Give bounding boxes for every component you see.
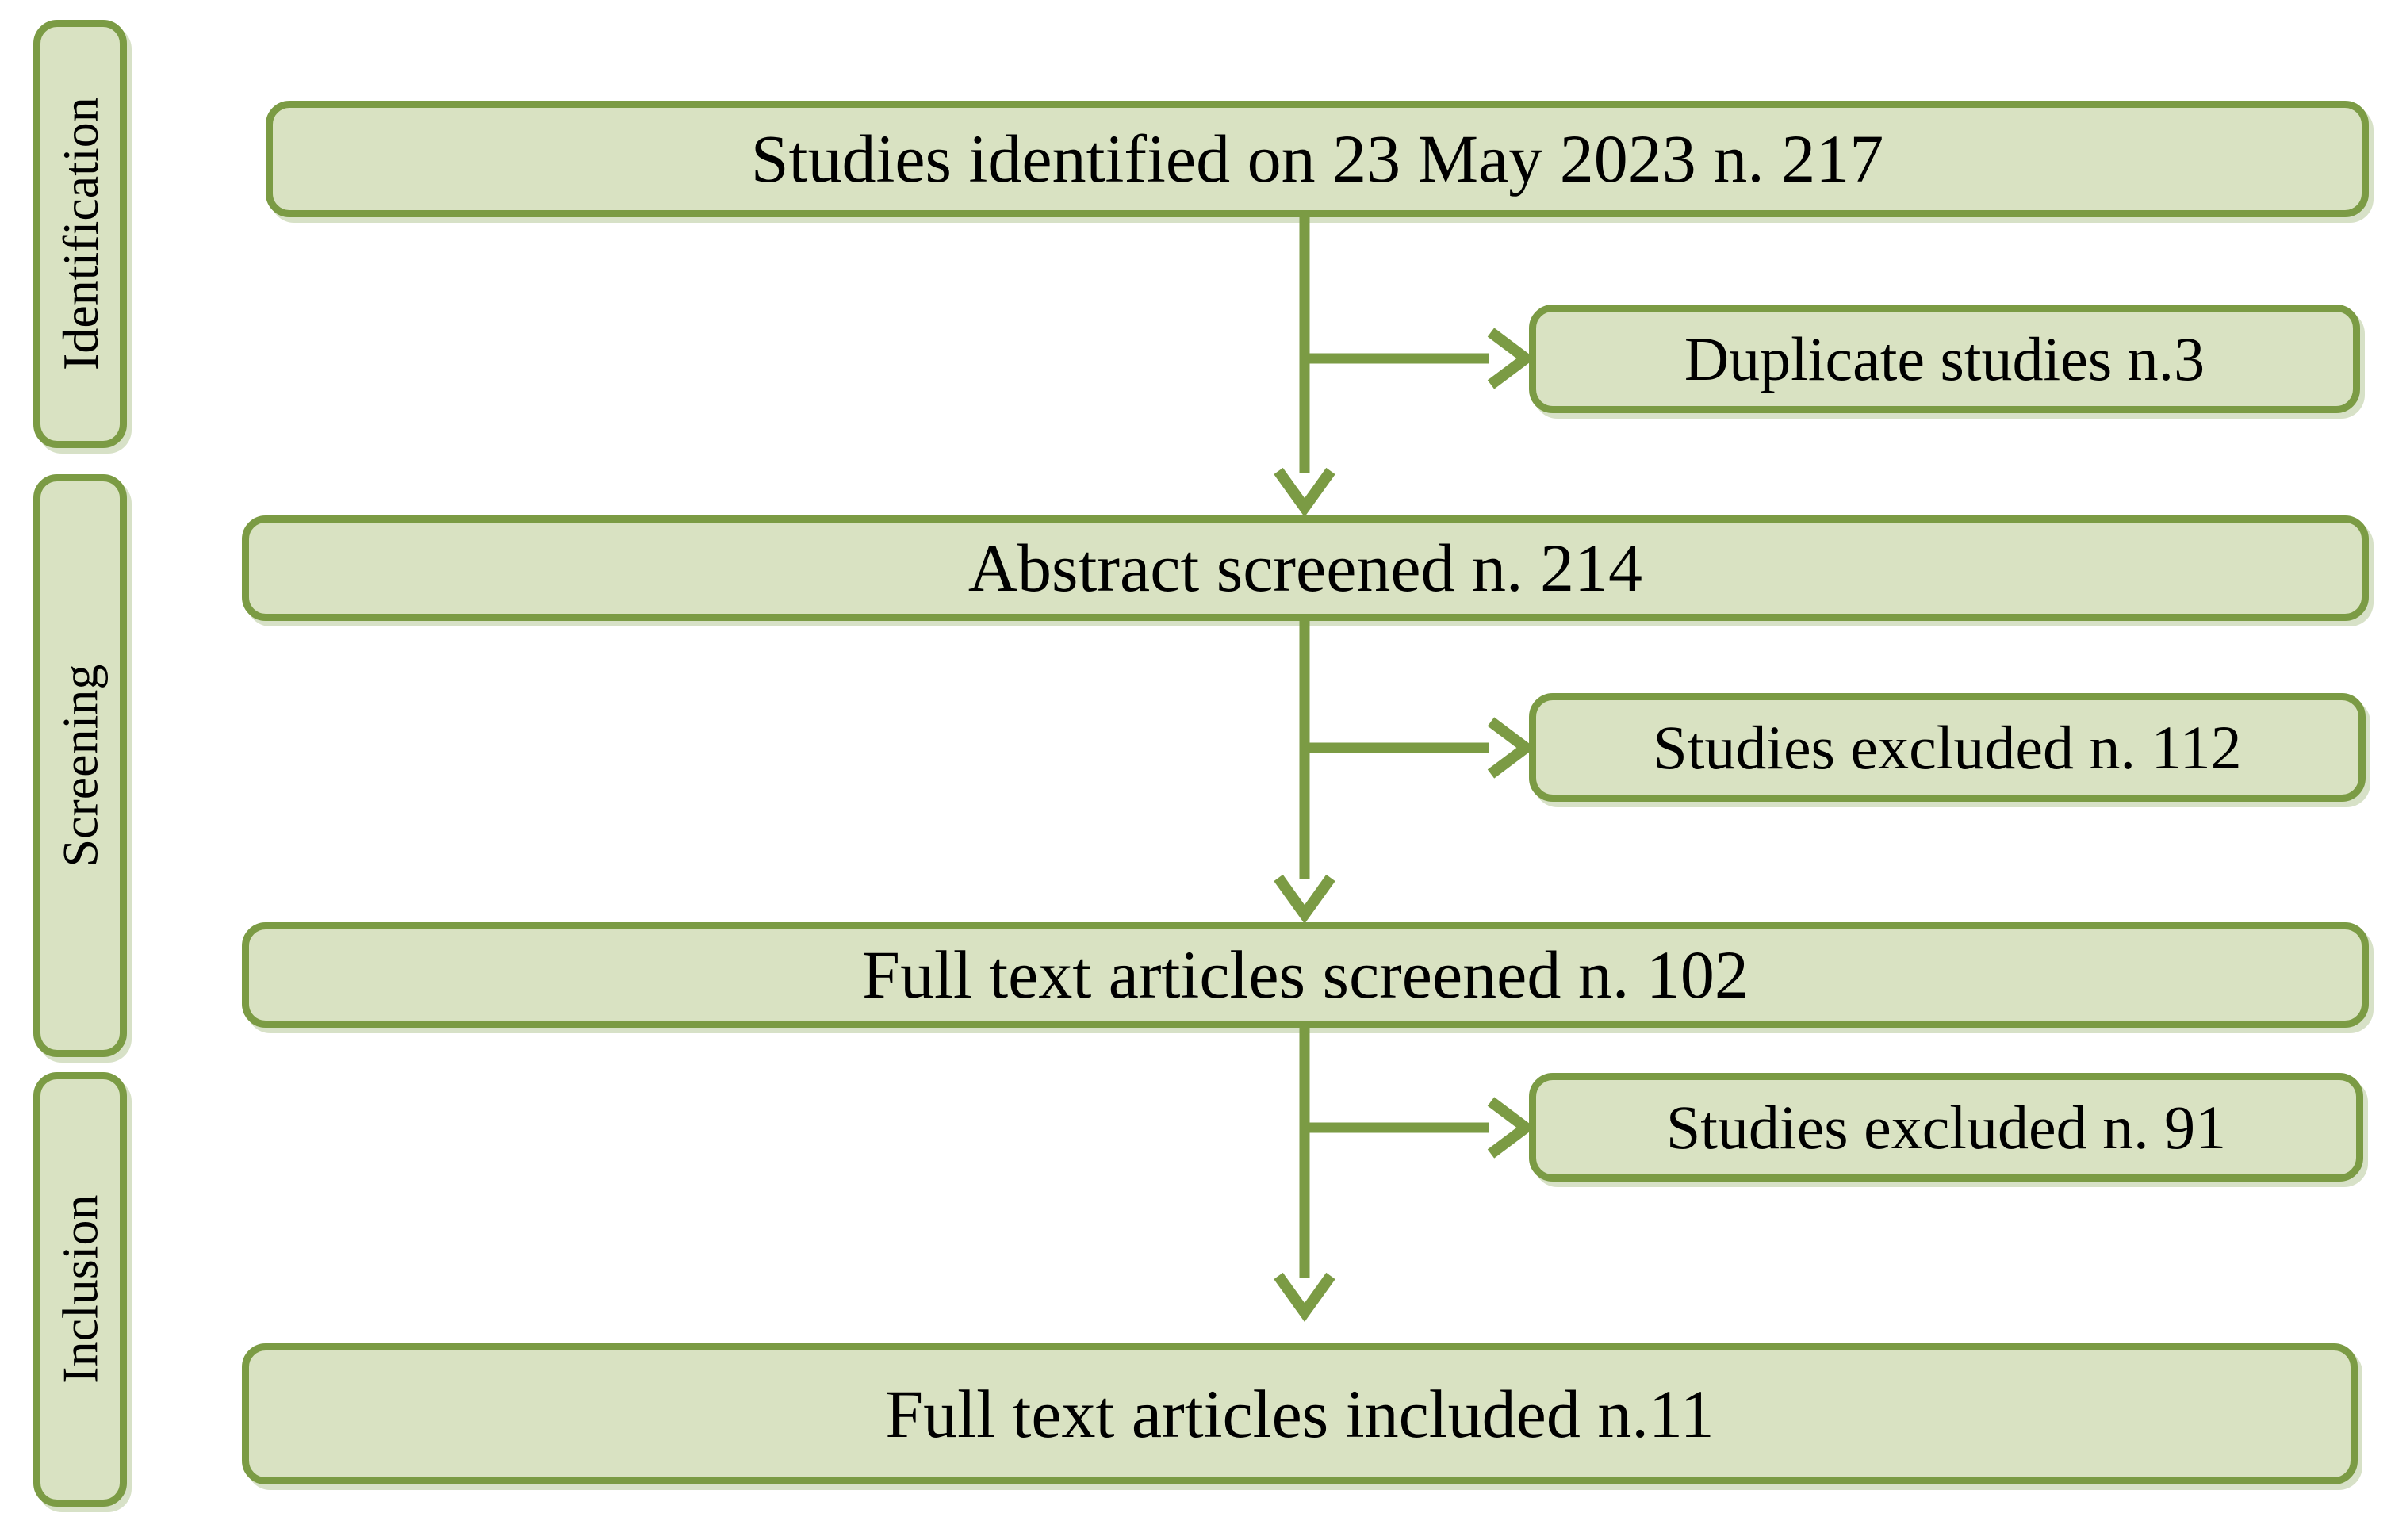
flow-box-fulltext-included-text: Full text articles included n.11 — [885, 1375, 1715, 1452]
flow-box-studies-excluded-91: Studies excluded n. 91 — [1529, 1073, 2363, 1182]
arrowhead-down-abstract — [1274, 467, 1335, 518]
flow-box-duplicate-studies-text: Duplicate studies n.3 — [1684, 324, 2205, 393]
flow-box-fulltext-screened-text: Full text articles screened n. 102 — [862, 937, 1749, 1013]
flow-box-fulltext-screened: Full text articles screened n. 102 — [242, 922, 2369, 1028]
flow-box-studies-excluded-91-text: Studies excluded n. 91 — [1665, 1092, 2227, 1162]
flow-box-studies-excluded-112-text: Studies excluded n. 112 — [1653, 712, 2242, 782]
arrowhead-down-fulltext — [1274, 874, 1335, 925]
phase-label-identification-text: Identification — [52, 97, 109, 371]
flow-box-abstract-screened-text: Abstract screened n. 214 — [968, 530, 1643, 607]
flow-box-studies-identified-text: Studies identified on 23 May 2023 n. 217 — [750, 121, 1884, 197]
arrowhead-right-excluded-112 — [1487, 717, 1535, 779]
flow-box-fulltext-included: Full text articles included n.11 — [242, 1343, 2358, 1484]
phase-label-identification: Identification — [33, 20, 127, 448]
phase-label-screening: Screening — [33, 474, 127, 1057]
phase-label-screening-text: Screening — [52, 664, 109, 868]
arrowhead-right-duplicates — [1487, 328, 1535, 389]
phase-label-inclusion: Inclusion — [33, 1072, 127, 1507]
flow-box-abstract-screened: Abstract screened n. 214 — [242, 515, 2369, 621]
flow-box-studies-excluded-112: Studies excluded n. 112 — [1529, 693, 2366, 802]
flow-box-duplicate-studies: Duplicate studies n.3 — [1529, 305, 2360, 413]
arrowhead-down-included — [1274, 1272, 1335, 1323]
arrowhead-right-excluded-91 — [1487, 1097, 1535, 1159]
phase-label-inclusion-text: Inclusion — [52, 1194, 109, 1385]
flow-box-studies-identified: Studies identified on 23 May 2023 n. 217 — [266, 101, 2369, 217]
